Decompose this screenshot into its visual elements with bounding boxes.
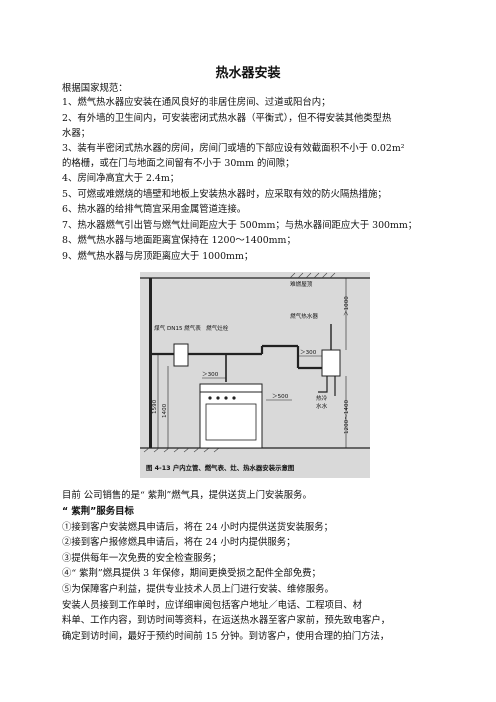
label-cold-water: 水水: [316, 402, 328, 410]
service-goal-item: ③提供每年一次免费的安全检查服务；: [62, 553, 222, 564]
rule-line: 1、燃气热水器应安装在通风良好的非居住房间、过道或阳台内；: [62, 97, 331, 108]
figure-caption: 图 4-13 户内立管、燃气表、灶、热水器安装示意图: [146, 463, 294, 472]
gas-meter: [173, 343, 189, 367]
paragraph-line: 确定到访时间，最好于预约时间前 15 分钟。到访客户，使用合理的拍门方法，: [62, 631, 390, 642]
service-goal-item: ②接到客户报修燃具申请后，将在 24 小时内提供服务；: [62, 537, 296, 548]
dim-label-1400: 1400: [162, 403, 168, 418]
rule-line: 5、可燃或难燃烧的墙壁和地板上安装热水器时，应采取有效的防火隔热措施；: [62, 189, 387, 200]
rule-line: 9、燃气热水器与房顶距离应大于 1000mm；: [62, 251, 254, 262]
dim-label-300a: ＞300: [202, 372, 219, 378]
installation-diagram: 难燃屋顶 煤气 DN15 燃气表 燃气灶栓 燃气热水器 热冷 水水 ＞1000 …: [140, 272, 370, 478]
rule-line: 水器；: [62, 128, 91, 139]
ceiling-hatch: [289, 272, 336, 279]
paragraph-line: 目前 公司销售的是“ 紫荆”燃气具，提供送货上门安装服务。: [62, 490, 312, 501]
label-stove-valve: 燃气灶栓: [206, 324, 229, 332]
dim-label-300b: ＞300: [300, 350, 317, 356]
rule-line: 3、装有半密闭式热水器的房间，房间门或墙的下部应设有效截面积不小于 0.02m²: [62, 143, 405, 154]
rule-line: 7、热水器燃气引出管与燃气灶间距应大于 500mm；与热水器间距应大于 300m…: [62, 220, 418, 231]
rule-line: 的格栅，或在门与地面之间留有不小于 30mm 的间隙；: [62, 158, 295, 169]
paragraph-line: 安装人员接到工作单时，应详细审阅包括客户地址／电话、工程项目、材: [62, 600, 363, 611]
dim-label-1000: ＞1000: [344, 296, 350, 316]
gas-water-heater: [321, 349, 341, 377]
label-ceiling: 难燃屋顶: [290, 280, 313, 288]
gas-stove-top: [199, 383, 263, 393]
rule-line: 8、燃气热水器与地面距离宜保持在 1200～1400mm；: [62, 235, 296, 246]
oven-door: [205, 403, 257, 441]
rule-line: 4、房间净高宜大于 2.4m；: [62, 173, 180, 184]
rule-line: 2、有外墙的卫生间内，可安装密闭式热水器（平衡式），但不得安装其他类型热: [62, 113, 392, 124]
label-heater: 燃气热水器: [290, 312, 318, 320]
service-goal-item: ①接到客户安装燃具申请后，将在 24 小时内提供送货安装服务；: [62, 522, 334, 533]
service-goal-item: ④“ 紫荆”燃具提供 3 年保修，期间更换受损之配件全部免费；: [62, 568, 321, 579]
service-goal-item: ⑤为保障客户利益，提供专业技术人员上门进行安装、维修服务。: [62, 584, 334, 595]
service-goals-heading: “ 紫荆”服务目标: [62, 506, 134, 517]
dim-label-500: ＞500: [272, 394, 289, 400]
rule-line: 6、热水器的给排气筒宜采用金属管道连接。: [62, 204, 247, 215]
document-title: 热水器安装: [215, 66, 281, 81]
floor-hatch: [143, 447, 220, 453]
label-meter: 燃气表: [184, 324, 201, 332]
intro-text: 根据国家规范：: [62, 83, 128, 94]
stove-cabinet: [199, 391, 263, 449]
paragraph-line: 料单、工作内容，到访时间等资料，在运送热水器至客户家前，预先致电客户，: [62, 615, 391, 626]
stove-knobs: [208, 396, 236, 400]
dim-label-1590: 1590: [152, 399, 158, 414]
gas-riser-pipe: [149, 278, 152, 448]
hot-water-pipe: [318, 376, 328, 393]
label-pipe: 煤气 DN15: [154, 324, 183, 332]
dim-label-range: 1200～1400: [344, 399, 350, 434]
label-hot-water: 热冷: [316, 394, 328, 402]
